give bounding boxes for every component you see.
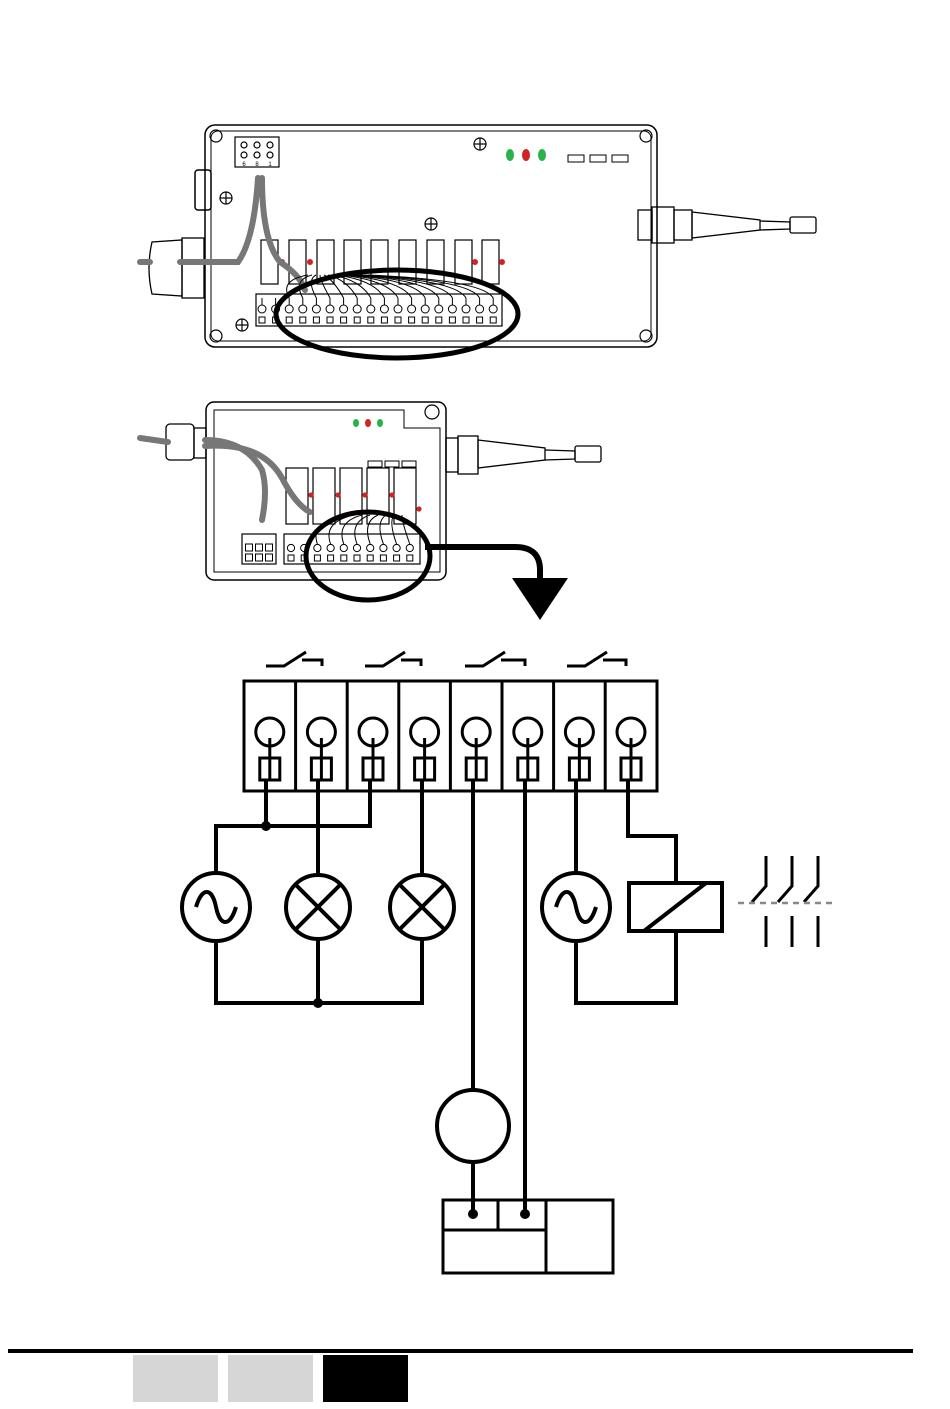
- arrow-down-icon: [512, 578, 568, 620]
- terminal-clamp: [449, 317, 455, 323]
- terminal-clamp: [395, 317, 401, 323]
- terminal-screw: [353, 544, 360, 551]
- footer-tab-1[interactable]: [133, 1355, 218, 1402]
- terminal-clamp: [256, 544, 263, 551]
- terminal-screw: [340, 305, 348, 313]
- terminal-wire: [380, 515, 386, 544]
- lamp-icon: [286, 875, 350, 939]
- terminal-clamp: [313, 317, 319, 323]
- output-cable: [638, 207, 816, 243]
- terminal-screw: [393, 544, 400, 551]
- terminal-screws: [246, 544, 414, 561]
- supply-connector: [242, 534, 276, 564]
- status-leds: [353, 419, 383, 427]
- terminal-clamp: [341, 317, 347, 323]
- jumper-pads: [568, 155, 628, 162]
- terminal-clamp: [327, 317, 333, 323]
- footer-rule: [8, 1349, 913, 1353]
- terminal-clamp: [266, 554, 273, 561]
- terminal-screw: [314, 544, 321, 551]
- ac-source-icon: [182, 873, 250, 941]
- relay-indicator-dots: [308, 492, 421, 511]
- terminal-clamp: [341, 555, 347, 561]
- contactor-switch-icon: [752, 856, 818, 947]
- terminal-clamp: [394, 555, 400, 561]
- terminal-clamp: [328, 555, 334, 561]
- jumper-pads: [368, 461, 416, 467]
- terminal-clamp: [409, 317, 415, 323]
- terminal-clamp: [300, 317, 306, 323]
- terminal-clamp: [288, 555, 294, 561]
- terminal-clamps: [256, 681, 645, 791]
- terminal-screw: [340, 544, 347, 551]
- ac-source-icon: [542, 873, 610, 941]
- highlight-ellipse: [276, 270, 518, 358]
- cable-gland: [166, 424, 206, 460]
- status-leds: [506, 149, 546, 161]
- terminal-clamp: [314, 555, 320, 561]
- terminal-screw: [408, 305, 416, 313]
- terminal-screw: [285, 305, 293, 313]
- terminal-clamp: [286, 317, 292, 323]
- terminal-clamp: [380, 555, 386, 561]
- terminal-screw: [327, 544, 334, 551]
- terminal-clamp: [436, 317, 442, 323]
- terminal-screw: [287, 544, 294, 551]
- sensor-icon: [437, 1090, 509, 1162]
- terminal-clamp: [368, 317, 374, 323]
- terminal-clamp: [463, 317, 469, 323]
- terminal-clamp: [259, 317, 265, 323]
- terminal-screw: [326, 305, 334, 313]
- terminal-clamp: [477, 317, 483, 323]
- terminal-screw: [367, 305, 375, 313]
- terminal-screw: [421, 305, 429, 313]
- terminal-clamp: [367, 555, 373, 561]
- lamp-icon: [390, 875, 454, 939]
- terminal-clamp: [246, 554, 253, 561]
- terminal-screw: [299, 305, 307, 313]
- terminal-wire: [368, 515, 378, 544]
- terminal-screws: [258, 305, 497, 323]
- terminal-screw: [367, 544, 374, 551]
- terminal-screw: [312, 305, 320, 313]
- terminal-clamp: [266, 544, 273, 551]
- terminal-screw: [258, 305, 266, 313]
- terminal-screw: [406, 544, 413, 551]
- output-cable: [446, 436, 601, 474]
- terminal-clamp: [256, 554, 263, 561]
- terminal-screw: [380, 305, 388, 313]
- terminal-screw: [448, 305, 456, 313]
- terminal-screw: [435, 305, 443, 313]
- terminal-clamp: [354, 317, 360, 323]
- terminal-clamp: [354, 555, 360, 561]
- terminal-clamp: [246, 544, 253, 551]
- terminal-screw: [489, 305, 497, 313]
- relay-contact-symbols: [266, 652, 626, 666]
- terminal-screw: [353, 305, 361, 313]
- footer-tab-2[interactable]: [228, 1355, 313, 1402]
- cable-gland: [149, 238, 204, 298]
- terminal-clamp: [422, 317, 428, 323]
- terminal-clamp: [490, 317, 496, 323]
- terminal-wire: [342, 515, 362, 544]
- terminal-clamp: [407, 555, 413, 561]
- relay-indicator-dots: [279, 259, 505, 265]
- terminal-screw: [380, 544, 387, 551]
- terminal-screw: [394, 305, 402, 313]
- pointer-arrow-line: [425, 547, 540, 582]
- grey-cable: [140, 178, 305, 290]
- relay-coil-icon: [629, 883, 722, 931]
- terminal-screw: [462, 305, 470, 313]
- terminal-screw: [476, 305, 484, 313]
- terminal-clamp: [381, 317, 387, 323]
- footer-tab-3[interactable]: [323, 1355, 408, 1402]
